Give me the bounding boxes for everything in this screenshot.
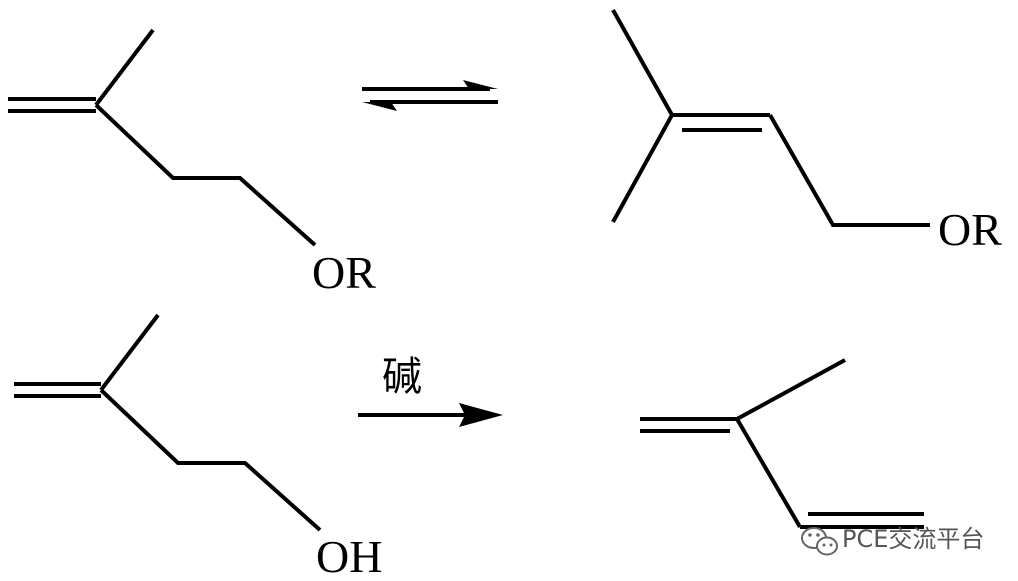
methyl-bond [99, 313, 160, 392]
forward-arrow: 碱 [358, 354, 503, 427]
lower-methyl-bond [611, 114, 674, 223]
reaction-2-product [640, 358, 924, 529]
single-bond [735, 417, 802, 529]
reverse-half-arrowhead [362, 102, 397, 111]
methyl-bond [736, 358, 846, 421]
arrowhead [459, 403, 503, 427]
methyl-bond [94, 28, 155, 107]
upper-methyl-bond [611, 9, 674, 116]
reaction-2-reactant: OH [14, 313, 382, 581]
reaction-1-reactant: OR [8, 28, 376, 298]
substituent-label: OH [316, 531, 382, 581]
watermark: PCE交流平台 [801, 525, 984, 556]
substituent-label: OR [312, 247, 376, 298]
carbon-chain [768, 114, 930, 227]
equilibrium-arrow [362, 80, 498, 111]
watermark-text: PCE交流平台 [842, 525, 984, 553]
forward-half-arrowhead [463, 80, 498, 89]
reaction-1-product: OR [611, 9, 1002, 255]
carbon-chain [99, 388, 322, 532]
carbon-chain [94, 103, 317, 247]
substituent-label: OR [938, 204, 1002, 255]
reagent-label: 碱 [382, 354, 422, 400]
wechat-icon [801, 527, 838, 556]
